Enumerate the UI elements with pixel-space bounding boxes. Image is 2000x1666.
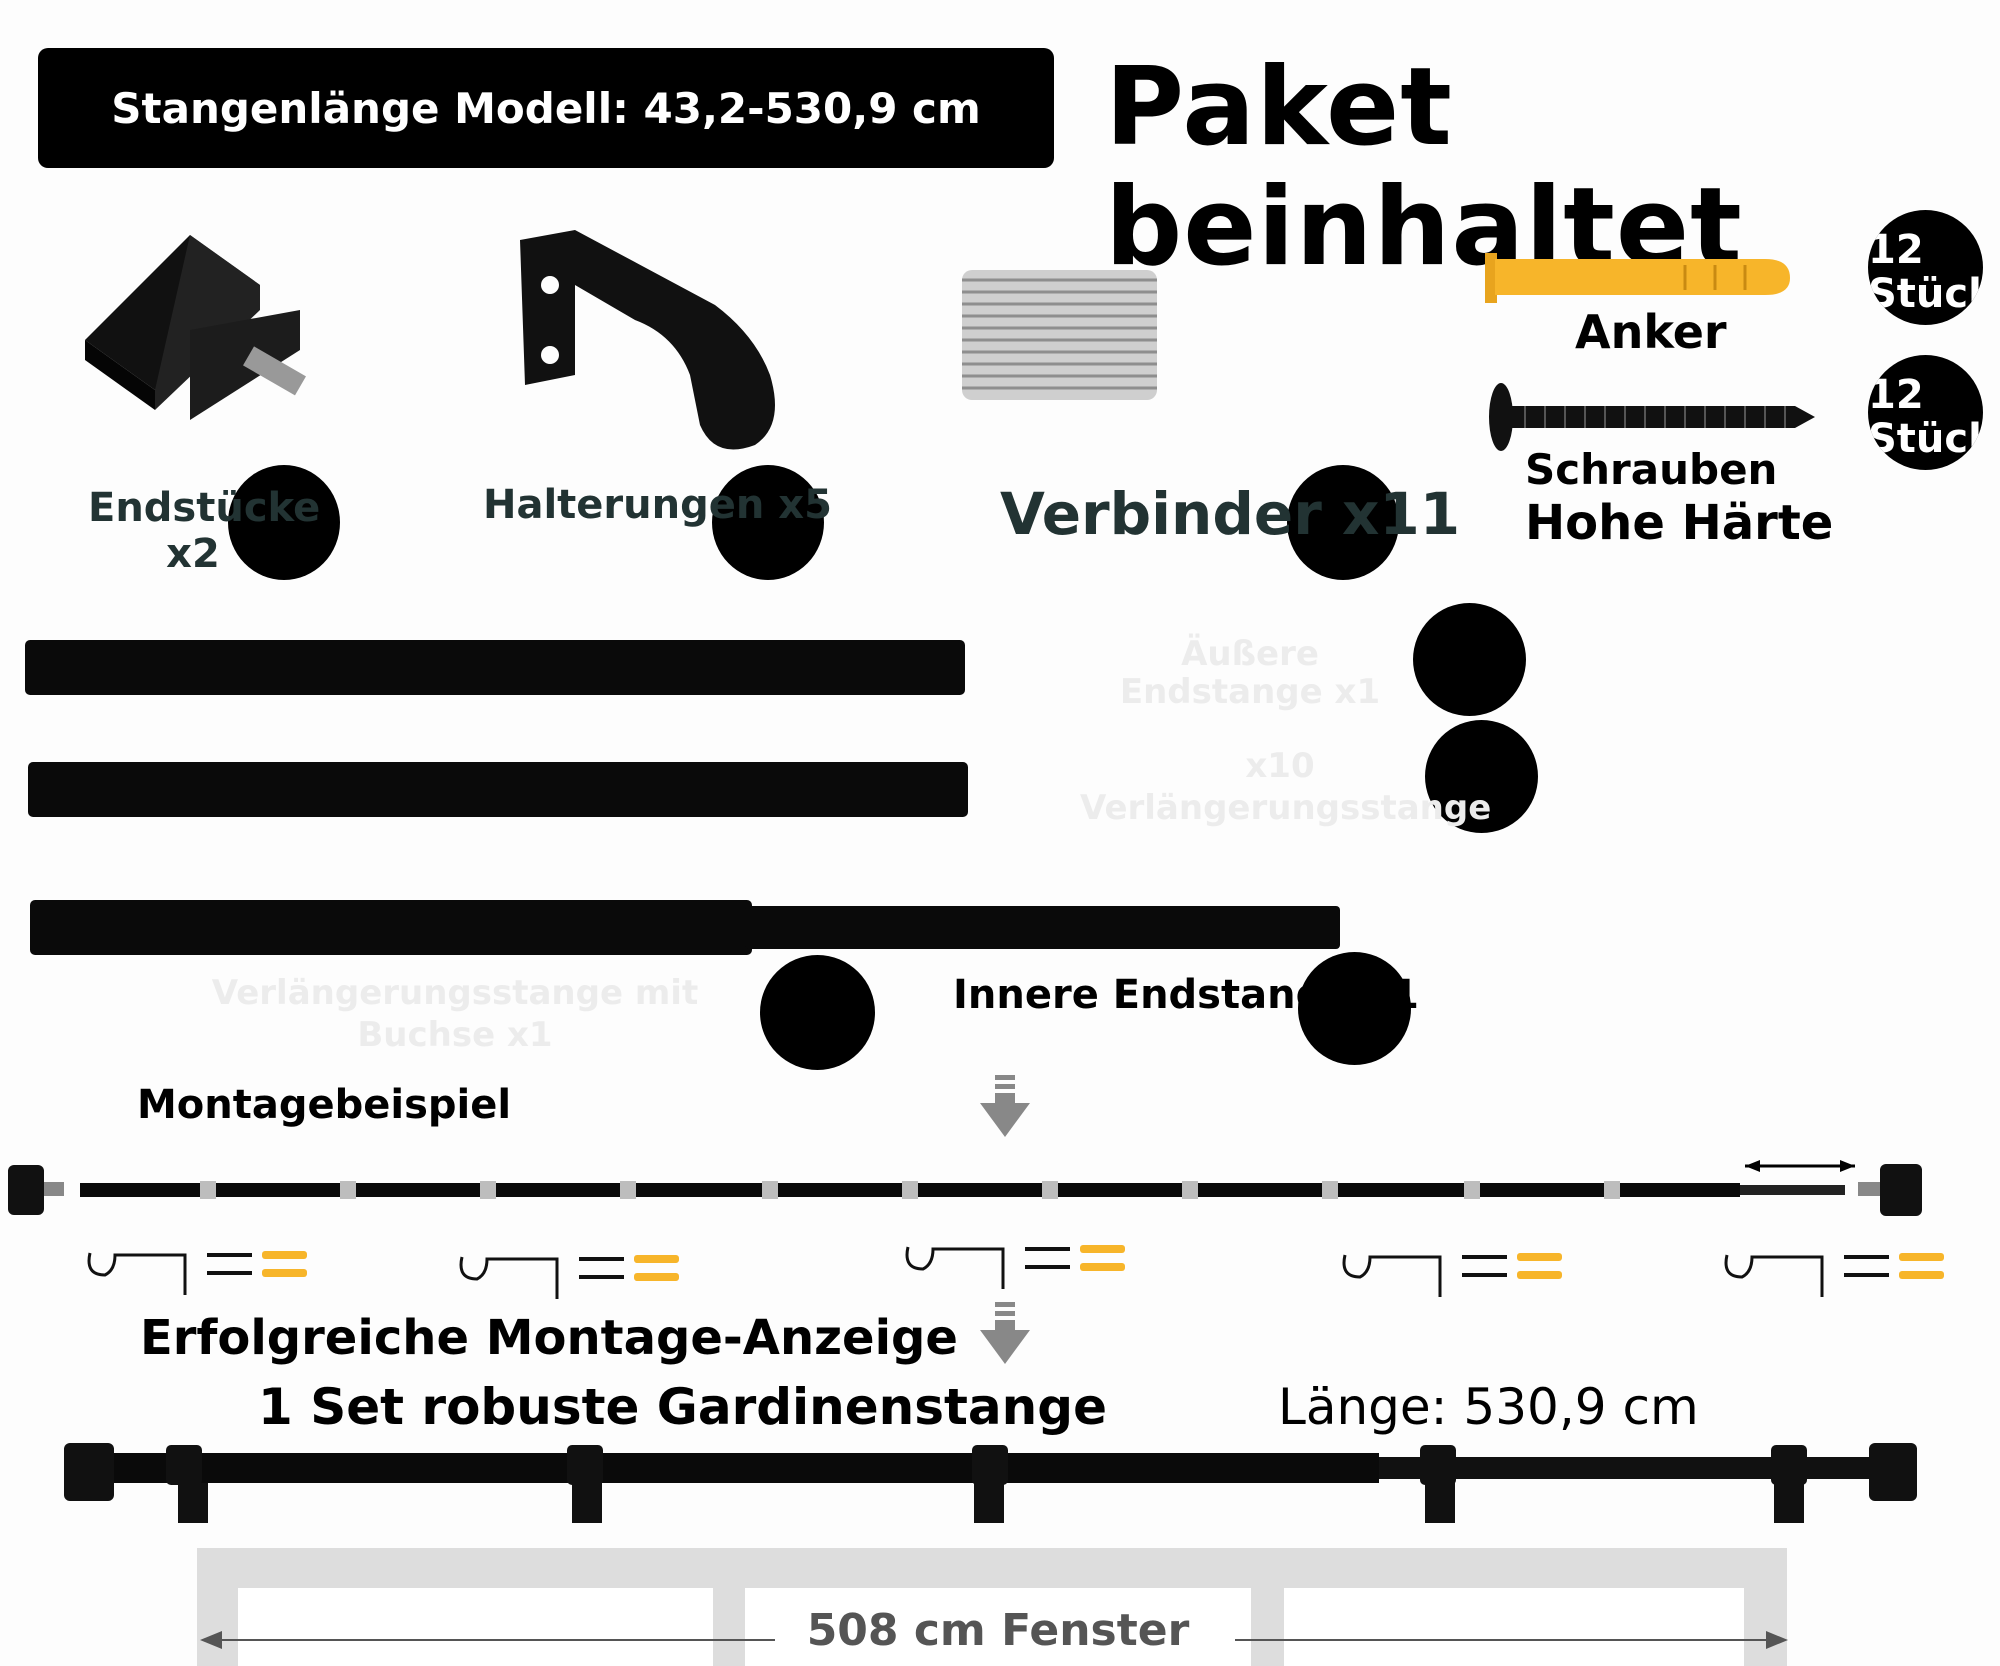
window-width-label: 508 cm Fenster [806, 1605, 1190, 1656]
screws-hardness-label: Hohe Härte [1525, 495, 1834, 551]
package-contents-heading: Paket beinhaltet [1105, 45, 1743, 290]
screw-count-number: 12 [1868, 372, 1924, 418]
socket-rod-label: Verlängerungsstange mit Buchse x1 [200, 972, 710, 1056]
outer-end-rod [25, 640, 965, 695]
rod-set-label: 1 Set robuste Gardinenstange [258, 1378, 1107, 1436]
assembled-curtain-rod [64, 1443, 1917, 1523]
extension-rod [28, 762, 968, 817]
down-arrow-icon-2 [980, 1302, 1030, 1364]
anchors-label: Anker [1575, 305, 1727, 359]
end-cap-count-dot [228, 465, 340, 580]
window-pane-left [238, 1588, 713, 1666]
window-pane-right [1284, 1588, 1744, 1666]
end-cap-image [85, 235, 306, 420]
socket-rod-label-line2: Buchse x1 [357, 1015, 553, 1055]
socket-rod-count-dot [760, 955, 875, 1070]
mounting-hardware-row [87, 1245, 1944, 1299]
connectors-label: Verbinder x11 [1000, 480, 1461, 548]
inner-rod-label: Innere Endstange x1 [953, 972, 1419, 1018]
anchor-count-number: 12 [1868, 227, 1924, 273]
socket-rod-label-line1: Verlängerungsstange mit [211, 973, 699, 1013]
rod-length-banner: Stangenlänge Modell: 43,2-530,9 cm [38, 48, 1054, 168]
screw-image [1489, 383, 1815, 451]
end-caps-label-count: x2 [166, 531, 220, 577]
outer-rod-label: Äußere Endstange x1 [1110, 635, 1390, 711]
extension-rod-label-line2: Verlängerungsstange [1080, 788, 1492, 828]
extension-rod-label-line1: x10 [1245, 746, 1315, 786]
anchor-count-unit: Stück [1868, 271, 1983, 317]
assembly-rod-diagram [8, 1160, 1922, 1216]
screw-count-badge: 12 Stück [1868, 355, 1983, 470]
connector-image [962, 270, 1157, 400]
window-pane-center [745, 1588, 1251, 1666]
assembly-example-label: Montagebeispiel [137, 1082, 512, 1128]
extension-rod-label: x10 Verlängerungsstange [1080, 745, 1492, 829]
total-length-label: Länge: 530,9 cm [1278, 1378, 1699, 1436]
window-width-arrow [200, 1631, 1788, 1649]
down-arrow-icon [980, 1075, 1030, 1137]
brackets-label: Halterungen x5 [483, 482, 832, 528]
outer-rod-label-line2: Endstange x1 [1119, 672, 1381, 712]
inner-rod-count-dot [1298, 952, 1411, 1065]
screws-label: Schrauben [1525, 445, 1778, 494]
end-caps-label-name: Endstücke [88, 485, 321, 531]
extension-rod-count-dot [1425, 720, 1538, 833]
connector-count-dot [1287, 465, 1399, 580]
socket-extension-rod [30, 900, 752, 955]
bracket-count-dot [712, 465, 824, 580]
outer-rod-label-line1: Äußere [1181, 634, 1319, 674]
screw-count-unit: Stück [1868, 416, 1983, 462]
inner-end-rod [745, 906, 1340, 949]
success-assembly-label: Erfolgreiche Montage-Anzeige [140, 1310, 958, 1366]
end-caps-label: Endstücke x2 [88, 485, 321, 577]
anchor-image [1485, 253, 1790, 303]
anchor-count-badge: 12 Stück [1868, 210, 1983, 325]
bracket-image [520, 230, 775, 450]
outer-rod-count-dot [1413, 603, 1526, 716]
